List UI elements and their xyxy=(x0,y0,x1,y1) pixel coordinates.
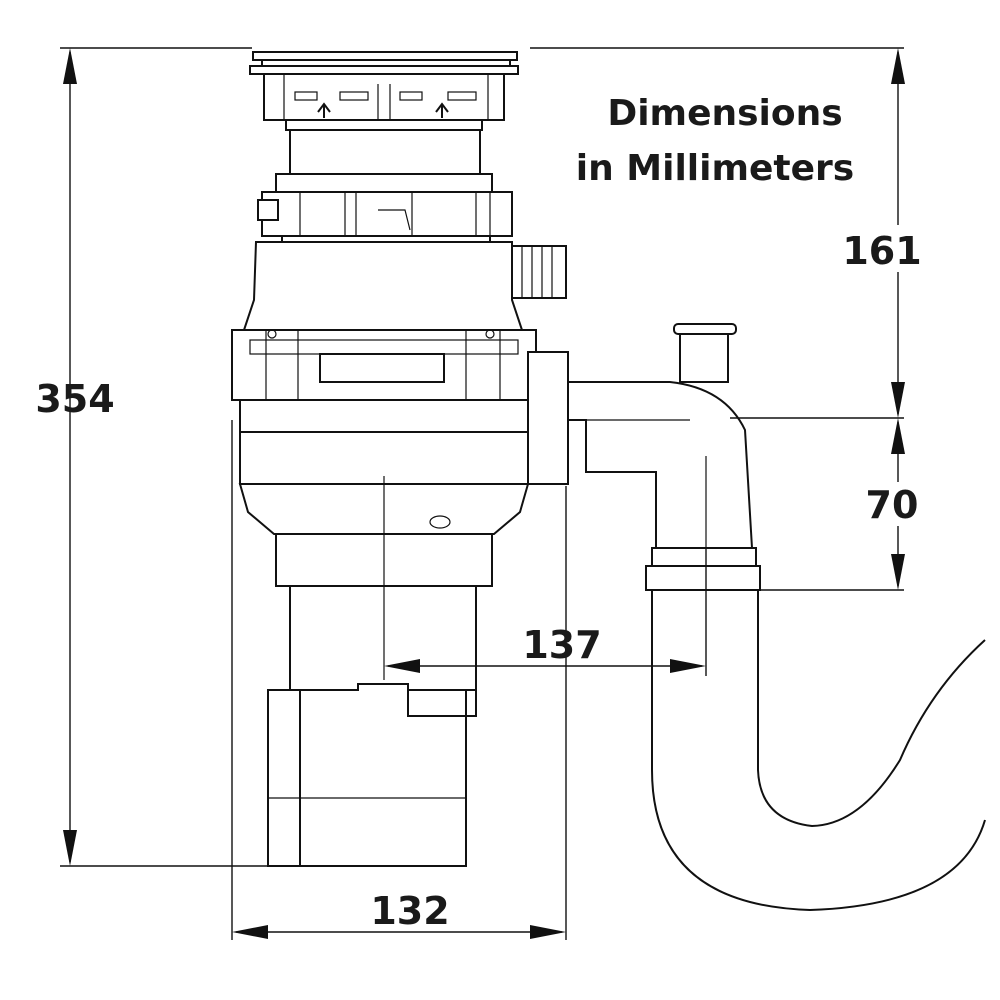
dimension-label-161: 161 xyxy=(842,229,921,273)
title-line-1: Dimensions xyxy=(607,93,842,134)
sink-flange xyxy=(249,51,519,75)
dimension-top-to-outlet xyxy=(891,48,905,418)
dimension-label-137: 137 xyxy=(522,623,601,667)
dimension-label-132: 132 xyxy=(370,889,449,933)
extension-lines xyxy=(60,47,904,940)
dishwasher-inlet xyxy=(511,245,567,299)
dimension-label-70: 70 xyxy=(866,483,919,527)
title-line-2: in Millimeters xyxy=(576,148,854,189)
locking-collar xyxy=(257,173,513,243)
disposer-neck xyxy=(289,129,481,175)
drain-trap xyxy=(567,323,986,912)
mounting-ring xyxy=(263,73,505,131)
motor xyxy=(267,585,477,867)
dimension-outlet-offset xyxy=(384,659,706,673)
dimension-outlet-to-trap xyxy=(891,418,905,590)
discharge-outlet xyxy=(527,351,569,485)
grinding-chamber xyxy=(231,329,537,433)
dimension-overall-height xyxy=(63,48,77,866)
dimension-body-width xyxy=(232,925,566,939)
dimension-label-354: 354 xyxy=(35,377,114,421)
disposer-unit xyxy=(231,51,569,867)
upper-housing xyxy=(242,241,524,331)
